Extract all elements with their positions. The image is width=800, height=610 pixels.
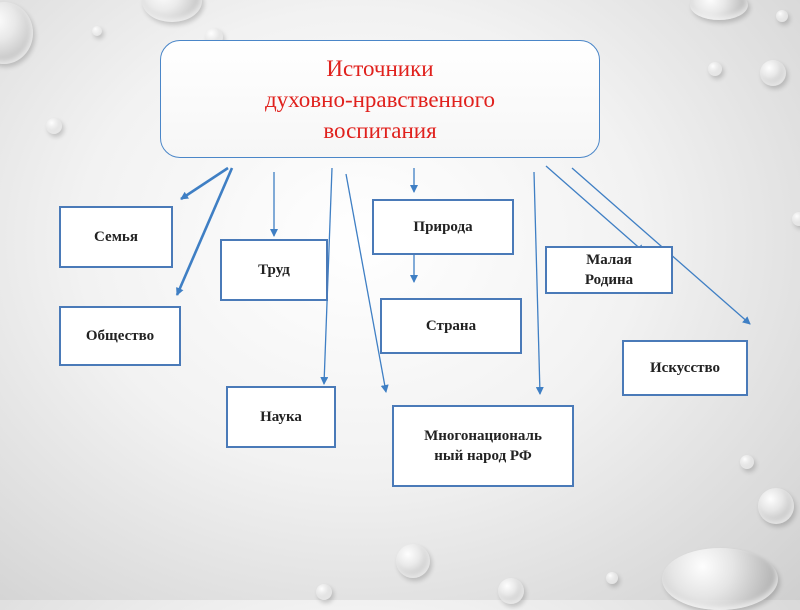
node-iskusstvo: Искусство <box>622 340 748 396</box>
water-drop <box>396 544 430 578</box>
node-narod-label-1: Многонациональ <box>424 428 542 444</box>
title-line-2: духовно-нравственного <box>264 86 496 112</box>
water-drop <box>498 578 524 604</box>
water-drop <box>708 62 722 76</box>
node-obshchestvo-label: Общество <box>85 328 155 344</box>
water-drop <box>662 548 778 610</box>
node-rodina-label-2: Родина <box>584 272 634 288</box>
node-priroda-label: Природа <box>413 219 473 235</box>
node-iskusstvo-label: Искусство <box>650 360 720 376</box>
node-rodina: Малая Родина <box>545 246 673 294</box>
arrow-to-narod-right <box>533 171 544 395</box>
node-semya: Семья <box>59 206 173 268</box>
node-narod-label-2: ный народ РФ <box>434 448 532 464</box>
node-obshchestvo: Общество <box>59 306 181 366</box>
water-drop <box>758 488 794 524</box>
node-nauka-label: Наука <box>260 409 302 425</box>
node-strana: Страна <box>380 298 522 354</box>
node-priroda: Природа <box>372 199 514 255</box>
node-strana-label: Страна <box>425 318 477 334</box>
node-nauka: Наука <box>226 386 336 448</box>
water-drop <box>316 584 332 600</box>
water-drop <box>690 0 748 20</box>
node-trud-label: Труд <box>258 262 290 278</box>
node-rodina-label-1: Малая <box>586 252 632 268</box>
water-drop <box>0 2 33 64</box>
water-drop <box>740 455 754 469</box>
water-drop <box>776 10 788 22</box>
arrow-to-rodina <box>545 165 645 253</box>
node-narod: Многонациональ ный народ РФ <box>392 405 574 487</box>
node-semya-label: Семья <box>94 229 138 245</box>
water-drop <box>760 60 786 86</box>
water-drop <box>606 572 618 584</box>
water-drop <box>46 118 62 134</box>
water-drop <box>92 26 102 36</box>
water-drop <box>792 212 800 226</box>
arrow-to-semya <box>180 166 229 201</box>
diagram-title-box: Источники духовно-нравственного воспитан… <box>160 40 600 158</box>
title-line-3: воспитания <box>323 117 437 143</box>
water-drop <box>142 0 202 22</box>
node-trud: Труд <box>220 239 328 301</box>
title-line-1: Источники <box>326 55 434 81</box>
